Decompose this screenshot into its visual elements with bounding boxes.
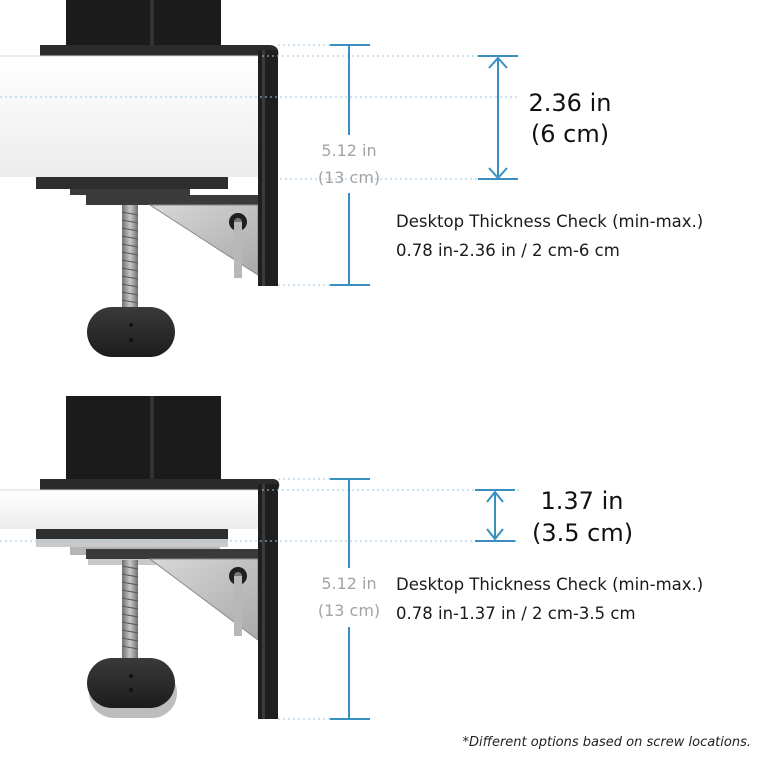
top-range-value-cm: (6 cm) — [530, 120, 610, 148]
bottom-overall-height-cm: (13 cm) — [317, 601, 381, 620]
top-desk-slab — [0, 56, 262, 177]
bottom-desk-slab — [0, 490, 262, 529]
top-clamp — [0, 0, 279, 357]
bottom-side-bracket — [258, 484, 278, 719]
bottom-screw — [122, 560, 138, 660]
top-dimension-lines — [330, 44, 518, 286]
bottom-thickness-check-title: Desktop Thickness Check (min-max.) — [396, 575, 704, 594]
bottom-thickness-check-range: 0.78 in-1.37 in / 2 cm-3.5 cm — [396, 604, 636, 623]
bottom-range-value-cm: (3.5 cm) — [532, 519, 634, 547]
top-side-bracket — [258, 50, 278, 286]
footnote: *Different options based on screw locati… — [462, 735, 751, 750]
top-overall-height-in: 5.12 in — [321, 141, 377, 160]
bottom-monitor-pole — [66, 396, 221, 479]
bottom-range-value-in: 1.37 in — [540, 487, 624, 515]
top-thickness-check-title: Desktop Thickness Check (min-max.) — [396, 212, 704, 231]
top-range-value-in: 2.36 in — [528, 89, 612, 117]
top-clamp-knob — [87, 307, 175, 357]
bottom-clamp-plate — [40, 479, 280, 490]
top-overall-height-cm: (13 cm) — [317, 168, 381, 187]
top-thickness-check-range: 0.78 in-2.36 in / 2 cm-6 cm — [396, 241, 620, 260]
top-monitor-pole — [66, 0, 221, 46]
bottom-dimension-lines — [330, 478, 515, 720]
bottom-clamp-knob — [87, 658, 175, 708]
bottom-overall-height-in: 5.12 in — [321, 574, 377, 593]
top-clamp-plate — [40, 45, 279, 56]
bottom-clamp — [0, 396, 280, 719]
